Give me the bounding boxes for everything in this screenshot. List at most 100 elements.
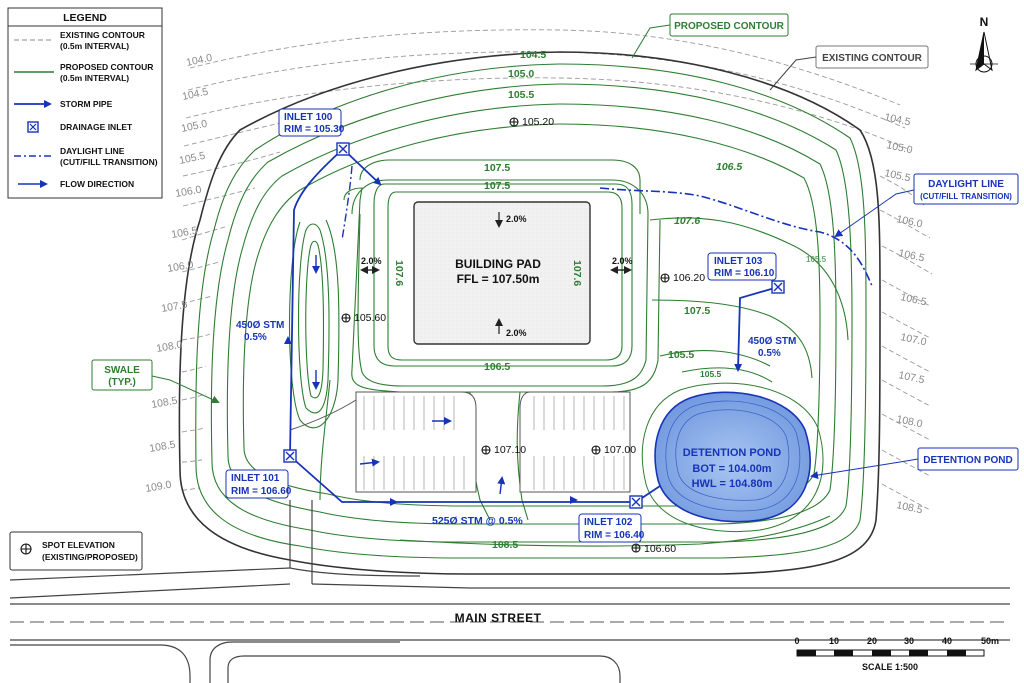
existing-label: 106.0 [166,259,194,275]
callout-daylight-line1: DAYLIGHT LINE [928,179,1004,190]
inlet-103-name: INLET 103 [714,256,763,267]
existing-label: 108.5 [150,395,178,411]
proposed-label: 105.5 [508,89,534,101]
existing-label: 106.0 [895,213,923,230]
pond-text: DETENTION POND BOT = 104.00m HWL = 104.8… [683,447,781,490]
pipe-west-size: 450Ø STM [236,320,284,331]
existing-label: 105.5 [883,167,911,184]
legend-label: DRAINAGE INLET [60,122,133,132]
scale-tick: 50m [981,636,999,646]
proposed-label: 108.5 [492,539,518,551]
scale-tick: 10 [829,636,839,646]
spot-labels: 105.20 105.60 106.20 107.10 107.00 106.6… [354,116,705,555]
existing-label: 104.0 [185,52,213,69]
existing-label: 107.5 [897,369,925,386]
pipe-east-slope: 0.5% [758,348,781,359]
site-boundary [178,51,881,575]
spot-symbols [341,117,670,553]
spot-symbol [591,445,601,455]
scale-tick: 0 [794,636,799,646]
existing-label: 105.0 [180,118,208,135]
proposed-label: 105.5 [700,369,722,379]
spot-symbol [341,313,351,323]
callout-swale: SWALE (TYP.) [91,359,220,404]
pond-hwl: HWL = 104.80m [692,478,773,490]
proposed-contour-labels: 104.5 105.0 105.5 107.5 107.5 106.5 107.… [393,49,827,551]
pond-title: DETENTION POND [683,447,781,459]
callout-existing-contour: EXISTING CONTOUR [769,45,929,91]
spot-legend: SPOT ELEVATION (EXISTING/PROPOSED) [9,531,143,571]
existing-label: 106.5 [170,225,198,241]
existing-label: 108.5 [895,499,923,516]
pad-slope-right: 2.0% [612,256,633,266]
legend-label: STORM PIPE [60,99,113,109]
spot-legend-symbol [20,543,32,555]
existing-label: 106.0 [174,184,202,200]
spot-label: 107.10 [494,444,526,456]
existing-label: 104.5 [883,111,911,128]
legend: LEGEND EXISTING CONTOUR (0.5m INTERVAL) … [7,7,163,199]
existing-label: 108.0 [895,413,923,430]
proposed-label: 107.6 [393,260,405,286]
swale [288,219,340,429]
callout-pond-text: DETENTION POND [923,455,1012,466]
inlet-100-name: INLET 100 [284,112,333,123]
detention-pond [641,382,824,533]
spot-label: 105.60 [354,312,386,324]
pad-slope-left: 2.0% [361,256,382,266]
callout-proposed-contour: PROPOSED CONTOUR [631,13,789,59]
proposed-label: 107.5 [684,305,710,317]
proposed-label: 107.5 [484,180,510,192]
legend-title: LEGEND [63,12,107,24]
legend-label: FLOW DIRECTION [60,179,134,189]
scale-tick: 20 [867,636,877,646]
spot-symbol [660,273,670,283]
legend-label: (0.5m INTERVAL) [60,73,129,83]
spot-label: 107.00 [604,444,636,456]
legend-label: EXISTING CONTOUR [60,30,145,40]
spot-symbol [631,543,641,553]
callout-swale-line1: SWALE [104,365,140,376]
legend-inlet-symbol [27,121,39,133]
legend-label: (CUT/FILL TRANSITION) [60,157,158,167]
existing-label: 109.0 [144,479,172,495]
scale-tick: 30 [904,636,914,646]
inlet-100-symbol [336,142,350,156]
spot-label: 106.20 [673,272,705,284]
proposed-label: 107.6 [571,260,583,286]
callout-swale-line2: (TYP.) [108,377,136,388]
legend-label: DAYLIGHT LINE [60,146,125,156]
pad-slope-top: 2.0% [506,214,527,224]
inlet-102-name: INLET 102 [584,517,633,528]
flow-arrows [284,255,578,506]
pipe-east-size: 450Ø STM [748,336,796,347]
north-arrow: N [970,15,998,73]
scale-bar: 0 10 20 30 40 50m SCALE 1:500 [794,636,999,672]
existing-label: 104.5 [181,86,209,103]
existing-label: 108.0 [155,339,183,355]
spot-label: 105.20 [522,116,554,128]
pond-bot: BOT = 104.00m [692,463,771,475]
inlet-101-rim: RIM = 106.60 [231,486,292,497]
inlet-100-rim: RIM = 105.30 [284,124,345,135]
existing-label: 108.5 [148,439,176,455]
callout-proposed-text: PROPOSED CONTOUR [674,21,785,32]
inlet-103-symbol [771,280,785,294]
proposed-label: 106.5 [716,161,742,173]
existing-label: 105.0 [885,139,913,156]
pad-slope-arrows [360,212,632,334]
building-pad-ffl: FFL = 107.50m [457,272,540,286]
callout-existing-text: EXISTING CONTOUR [822,53,923,64]
proposed-label: 105.5 [806,255,827,264]
inlet-101-symbol [283,449,297,463]
daylight-line-west [341,165,353,241]
spot-symbol [509,117,519,127]
proposed-label: 104.5 [520,49,546,61]
pipe-south-label: 525Ø STM @ 0.5% [432,515,523,527]
callout-detention-pond: DETENTION POND [810,447,1019,480]
building-pad [413,201,591,345]
callout-daylight-line: DAYLIGHT LINE (CUT/FILL TRANSITION) [834,173,1019,238]
scale-tick: 40 [942,636,952,646]
proposed-label: 107.6 [674,215,700,227]
pipe-labels: 450Ø STM 0.5% 450Ø STM 0.5% 525Ø STM @ 0… [236,320,796,527]
